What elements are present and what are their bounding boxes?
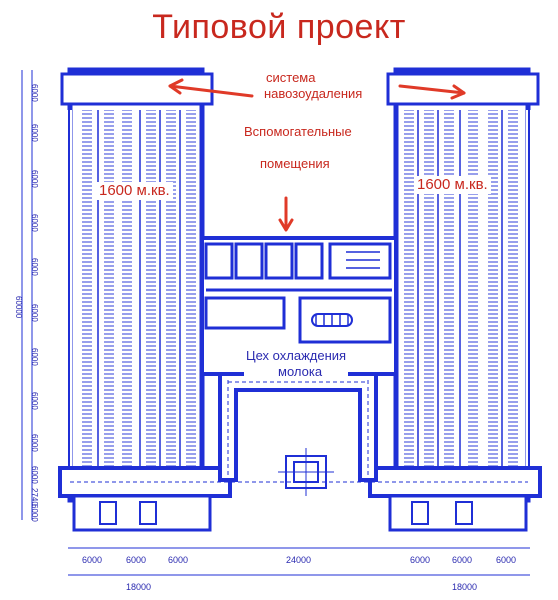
dimension-lines [21, 70, 530, 576]
dim-left-1: 6000 [30, 84, 39, 102]
left-stall-row-4 [146, 110, 156, 485]
dim-left-11: 2740 [30, 488, 39, 506]
right-stall-row-1 [404, 110, 414, 485]
left-wing [58, 67, 232, 532]
dim-bottom-1: 6000 [82, 555, 103, 565]
gallery-wall [218, 372, 378, 482]
page-title: Типовой проект [152, 8, 406, 46]
dim-bottom-3: 6000 [168, 555, 189, 565]
left-wing-area: 1600 м.кв. [96, 182, 173, 200]
right-stall-row-2 [424, 110, 434, 485]
dim-left-6: 6000 [30, 304, 39, 322]
label-manure-system: система навозоудаления [264, 70, 384, 102]
dim-bottom-7: 6000 [496, 555, 517, 565]
gallery [70, 372, 528, 483]
dim-bottom-2: 6000 [126, 555, 147, 565]
aux-room-5 [328, 242, 392, 280]
label-aux-rooms-line1: Вспомогательные [244, 124, 352, 139]
left-stall-row-2 [104, 110, 114, 485]
dim-bottom-total-2: 18000 [452, 582, 478, 592]
left-stall-row-1 [82, 110, 92, 485]
right-manure-channel [386, 72, 540, 106]
label-manure-system-line2: навозоудаления [264, 86, 363, 101]
label-milk-cooling-line1: Цех охлаждения [246, 348, 347, 363]
aux-room-1 [204, 242, 234, 280]
aux-room-3 [264, 242, 294, 280]
dim-left-9: 6000 [30, 434, 39, 452]
left-stall-row-5 [166, 110, 176, 485]
arrow-to-left-manure-channel [168, 78, 254, 98]
arrow-to-aux-rooms [278, 196, 294, 232]
dim-left-total: 60000 [14, 296, 23, 319]
right-stall-row-3 [444, 110, 454, 485]
right-wing-area: 1600 м.кв. [414, 176, 491, 194]
aux-room-2 [234, 242, 264, 280]
dim-left-8: 6000 [30, 392, 39, 410]
label-manure-system-line1: система [266, 70, 316, 85]
dim-left-7: 6000 [30, 348, 39, 366]
dim-bottom-6: 6000 [452, 555, 473, 565]
arrow-to-right-manure-channel [398, 84, 466, 100]
right-stall-row-6 [508, 110, 518, 485]
left-stall-row-6 [186, 110, 196, 485]
right-stall-row-5 [488, 110, 498, 485]
dim-left-4: 6000 [30, 214, 39, 232]
dim-left-3: 6000 [30, 170, 39, 188]
left-wing-windows [66, 110, 72, 480]
aux-room-4 [294, 242, 324, 280]
label-milk-cooling: Цех охлаждения молока [244, 348, 349, 380]
label-milk-cooling-line2: молока [278, 364, 323, 379]
dim-left-12: 6000 [30, 504, 39, 522]
courtyard-structure [278, 448, 334, 496]
left-stall-row-3 [122, 110, 132, 485]
dim-bottom-total-1: 18000 [126, 582, 152, 592]
label-aux-rooms-line2: помещения [260, 156, 330, 171]
right-stall-row-4 [468, 110, 478, 485]
dim-left-2: 6000 [30, 124, 39, 142]
utility-room [204, 296, 286, 330]
milk-cooling-room [298, 296, 392, 344]
dim-bottom-5: 6000 [410, 555, 431, 565]
dim-bottom-4: 24000 [286, 555, 312, 565]
right-wing-windows [526, 110, 532, 480]
dim-left-10: 6000 [30, 466, 39, 484]
dim-left-5: 6000 [30, 258, 39, 276]
